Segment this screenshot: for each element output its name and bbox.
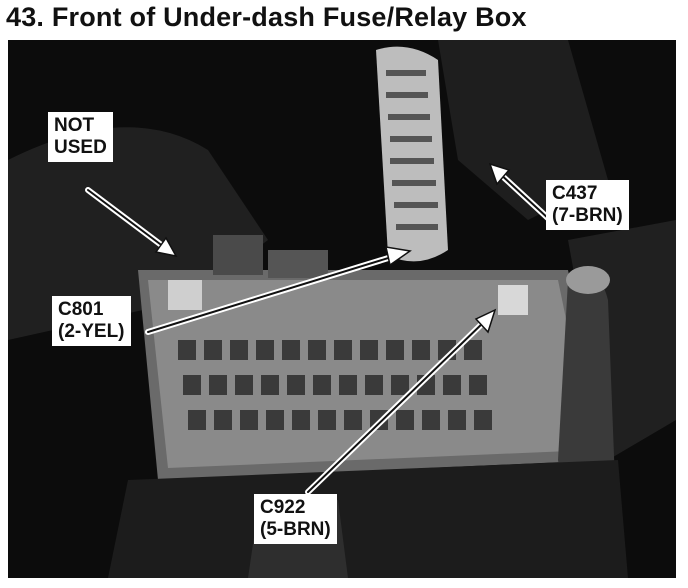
fuse-box-photo: NOT USED C437 (7-BRN) C801 (2-YEL) C922 … [8,40,676,578]
callout-not-used-line2: USED [54,137,107,158]
callout-c922-line2: (5-BRN) [260,519,331,540]
photo-illustration [8,40,676,578]
callout-c922: C922 (5-BRN) [254,494,337,544]
callout-c437: C437 (7-BRN) [546,180,629,230]
callout-c437-line2: (7-BRN) [552,205,623,226]
callout-not-used-line1: NOT [54,115,95,136]
callout-not-used: NOT USED [48,112,113,162]
page-title: 43. Front of Under-dash Fuse/Relay Box [6,2,527,32]
callout-c437-line1: C437 [552,183,598,204]
callout-c922-line1: C922 [260,497,306,518]
callout-c801: C801 (2-YEL) [52,296,131,346]
callout-c801-line1: C801 [58,299,104,320]
callout-c801-line2: (2-YEL) [58,321,125,342]
